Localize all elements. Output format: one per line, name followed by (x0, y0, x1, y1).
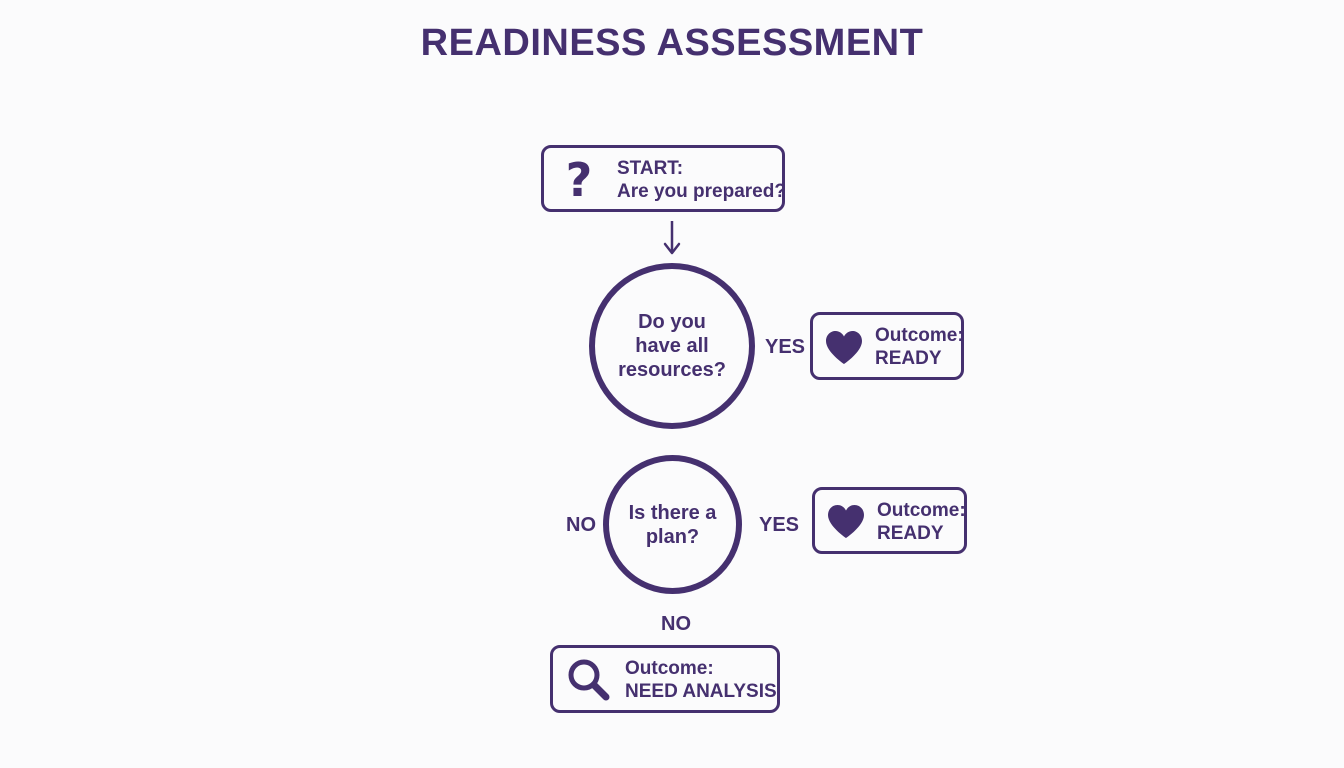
decision-plan-no-bottom-label: NO (661, 613, 691, 635)
decision-resources-line3: resources? (618, 359, 726, 381)
decision-resources-line2: have all (635, 335, 709, 357)
question-mark-icon: ? (566, 156, 593, 204)
outcome-analysis-label: Outcome: (625, 658, 714, 679)
decision-plan-line1: Is there a (628, 501, 717, 524)
magnifying-glass-icon (568, 659, 610, 701)
decision-resources-yes-label: YES (765, 336, 806, 358)
decision-resources: Do you have all resources? (589, 263, 755, 429)
heart-icon (828, 505, 864, 538)
svg-text:?: ? (566, 156, 593, 204)
decision-resources-line1: Do you (638, 311, 706, 333)
decision-plan-line2: plan? (645, 525, 700, 548)
outcome-ready-1-label: Outcome: (875, 325, 964, 346)
outcome-ready-1-value: READY (875, 348, 942, 369)
outcome-ready-box-1: Outcome: READY (810, 312, 964, 380)
decision-plan-yes-label: YES (759, 514, 800, 536)
outcome-ready-2-value: READY (877, 523, 944, 544)
decision-plan: Is there a plan? (603, 455, 742, 594)
outcome-analysis-box: Outcome: NEED ANALYSIS (550, 645, 780, 713)
start-label: START: (617, 158, 684, 179)
outcome-analysis-value: NEED ANALYSIS (625, 681, 777, 702)
start-question: Are you prepared? (617, 181, 786, 202)
heart-icon (826, 331, 862, 364)
outcome-ready-2-label: Outcome: (877, 500, 966, 521)
decision-plan-no-left-label: NO (566, 514, 596, 536)
outcome-ready-box-2: Outcome: READY (812, 487, 967, 554)
start-box: ? START: Are you prepared? (541, 145, 786, 212)
diagram-title: READINESS ASSESSMENT (420, 22, 924, 64)
